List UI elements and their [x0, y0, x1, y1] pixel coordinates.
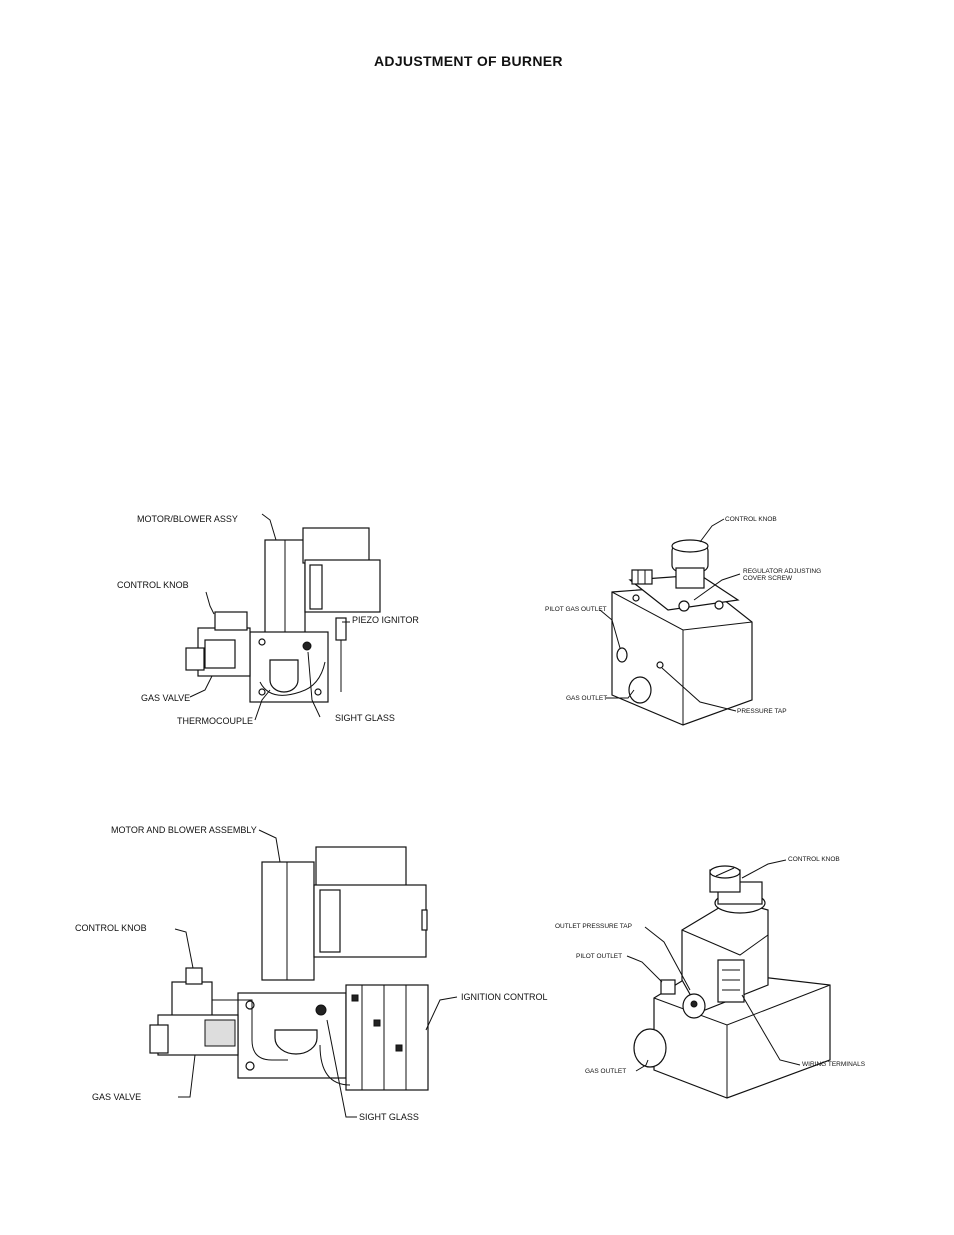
label-control-knob: CONTROL KNOB [117, 580, 189, 590]
label-sight-glass: SIGHT GLASS [359, 1112, 419, 1122]
label-control-knob: CONTROL KNOB [725, 516, 777, 523]
label-gas-valve: GAS VALVE [92, 1092, 142, 1102]
label-gas-outlet: GAS OUTLET [585, 1068, 627, 1075]
label-thermocouple: THERMOCOUPLE [177, 716, 254, 726]
label-sight-glass: SIGHT GLASS [335, 713, 395, 723]
label-piezo-ignitor: PIEZO IGNITOR [352, 615, 419, 625]
label-motor-and-blower-assembly: MOTOR AND BLOWER ASSEMBLY [111, 825, 257, 835]
label-regulator-adjusting: REGULATOR ADJUSTING [743, 568, 822, 575]
label-outlet-pressure-tap: OUTLET PRESSURE TAP [555, 923, 632, 930]
page-title: ADJUSTMENT OF BURNER [374, 53, 563, 69]
label-control-knob: CONTROL KNOB [75, 923, 147, 933]
label-pressure-tap: PRESSURE TAP [737, 708, 787, 715]
label-cover-screw: COVER SCREW [743, 575, 793, 582]
label-ignition-control: IGNITION CONTROL [461, 992, 548, 1002]
label-pilot-gas-outlet: PILOT GAS OUTLET [545, 606, 607, 613]
label-gas-valve: GAS VALVE [141, 693, 191, 703]
label-gas-outlet: GAS OUTLET [566, 695, 608, 702]
label-wiring-terminals: WIRING TERMINALS [802, 1061, 866, 1068]
label-pilot-outlet: PILOT OUTLET [576, 953, 623, 960]
label-control-knob: CONTROL KNOB [788, 856, 840, 863]
label-motor-blower-assy: MOTOR/BLOWER ASSY [137, 514, 238, 524]
